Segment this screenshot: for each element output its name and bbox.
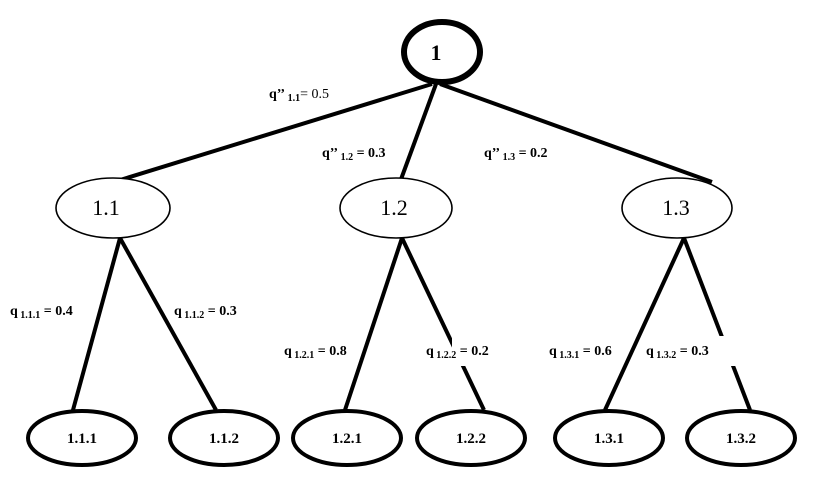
node-1.3-label: 1.3 [662, 195, 690, 220]
edge-label-1.3.2-symbol: q [646, 344, 654, 359]
node-1.3: 1.3 [621, 177, 733, 239]
edge-1.2-to-1.2.2 [400, 237, 486, 411]
node-1.2.1: 1.2.1 [291, 409, 403, 467]
node-1.3-outer-ellipse [621, 177, 733, 239]
edge-label-1.1-symbol: q’’ [269, 87, 285, 102]
edge-label-1.2.2-subscript: 1.2.2 [434, 350, 457, 361]
node-1.3.2-ellipse [685, 409, 797, 467]
edge-1-to-1.2 [398, 83, 438, 183]
edge-label-1.2.2-symbol: q [426, 344, 434, 359]
node-1.2.2: 1.2.2 [415, 409, 527, 467]
edge-label-1.2.2-value: = 0.2 [456, 344, 488, 359]
node-1.1.1-label: 1.1.1 [67, 431, 97, 447]
node-1: 1 [401, 19, 483, 85]
node-1.2.1-ellipse [291, 409, 403, 467]
node-1.1.1: 1.1.1 [26, 409, 138, 467]
edge-label-1.1.2-symbol: q [174, 304, 182, 319]
edge-1.2-to-1.2.1 [343, 237, 404, 411]
node-1.1.2-label: 1.1.2 [209, 431, 239, 447]
edge-label-1.1.1: q 1.1.1 = 0.4 [10, 304, 73, 321]
edge-1.1-to-1.1.2 [118, 237, 218, 411]
node-1.3.1-label: 1.3.1 [594, 431, 624, 447]
edge-label-1.3.1-value: = 0.6 [579, 344, 611, 359]
edge-label-1.1-value: = 0.5 [300, 87, 329, 102]
edge-label-1.1.2: q 1.1.2 = 0.3 [174, 304, 237, 321]
node-1.3.2: 1.3.2 [685, 409, 797, 467]
edge-label-1.2.1-subscript: 1.2.1 [292, 350, 315, 361]
node-1-label: 1 [431, 40, 442, 65]
node-1.2-outer-ellipse [339, 177, 453, 239]
edge-label-1.2-subscript: 1.2 [338, 152, 353, 163]
edge-label-1.1.1-value: = 0.4 [40, 304, 72, 319]
edge-label-1.3-value: = 0.2 [515, 146, 547, 161]
edge-label-1.1.2-value: = 0.3 [204, 304, 236, 319]
node-1.1.2: 1.1.2 [168, 409, 280, 467]
node-1.3.1: 1.3.1 [553, 409, 665, 467]
node-1.3.2-label: 1.3.2 [726, 431, 756, 447]
edge-label-1.3.2-subscript: 1.3.2 [654, 350, 677, 361]
node-1.1: 1.1 [55, 177, 171, 239]
edge-label-1.3.1-subscript: 1.3.1 [557, 350, 580, 361]
edge-label-1.3-symbol: q’’ [484, 146, 500, 161]
edge-label-1.3-subscript: 1.3 [500, 152, 515, 163]
node-1.2: 1.2 [339, 177, 453, 239]
edge-1.1-to-1.1.1 [71, 237, 122, 411]
edge-label-1.1: q’’ 1.1= 0.5 [269, 87, 329, 104]
edge-label-1.1.2-subscript: 1.1.2 [182, 310, 205, 321]
edge-label-1.2.1-symbol: q [284, 344, 292, 359]
edge-label-1.2-symbol: q’’ [322, 146, 338, 161]
edge-gap-1.2.2 [452, 336, 482, 366]
edge-label-1.1-subscript: 1.1 [285, 93, 300, 104]
edge-label-1.2: q’’ 1.2 = 0.3 [322, 146, 386, 163]
edge-label-1.3: q’’ 1.3 = 0.2 [484, 146, 548, 163]
edge-label-1.3.1-symbol: q [549, 344, 557, 359]
edge-label-1.1.1-subscript: 1.1.1 [18, 310, 41, 321]
edge-label-1.3.1: q 1.3.1 = 0.6 [549, 344, 612, 361]
edge-1.3-to-1.3.1 [603, 237, 686, 411]
node-1.1.2-ellipse [168, 409, 280, 467]
node-1.1-outer-ellipse [55, 177, 171, 239]
node-1.1.1-ellipse [26, 409, 138, 467]
edge-label-1.3.2-value: = 0.3 [676, 344, 708, 359]
edge-gap-1.3.2 [706, 336, 736, 366]
node-1.2.1-label: 1.2.1 [332, 431, 362, 447]
node-1.2.2-ellipse [415, 409, 527, 467]
edge-label-1.2.1: q 1.2.1 = 0.8 [284, 344, 347, 361]
node-1.2.2-label: 1.2.2 [456, 431, 486, 447]
node-1.2-label: 1.2 [380, 195, 408, 220]
node-1.1-label: 1.1 [92, 195, 120, 220]
edge-1-to-1.3 [439, 82, 713, 184]
edge-label-1.2.1-value: = 0.8 [314, 344, 346, 359]
edge-1-to-1.1 [119, 82, 433, 182]
edge-label-1.2-value: = 0.3 [353, 146, 385, 161]
edges [71, 82, 752, 411]
edge-1.3-to-1.3.2 [682, 237, 752, 411]
edge-label-1.2.2: q 1.2.2 = 0.2 [426, 344, 489, 361]
edge-label-1.1.1-symbol: q [10, 304, 18, 319]
node-1-ellipse [401, 19, 483, 85]
edge-label-1.3.2: q 1.3.2 = 0.3 [646, 344, 709, 361]
node-1.3.1-ellipse [553, 409, 665, 467]
